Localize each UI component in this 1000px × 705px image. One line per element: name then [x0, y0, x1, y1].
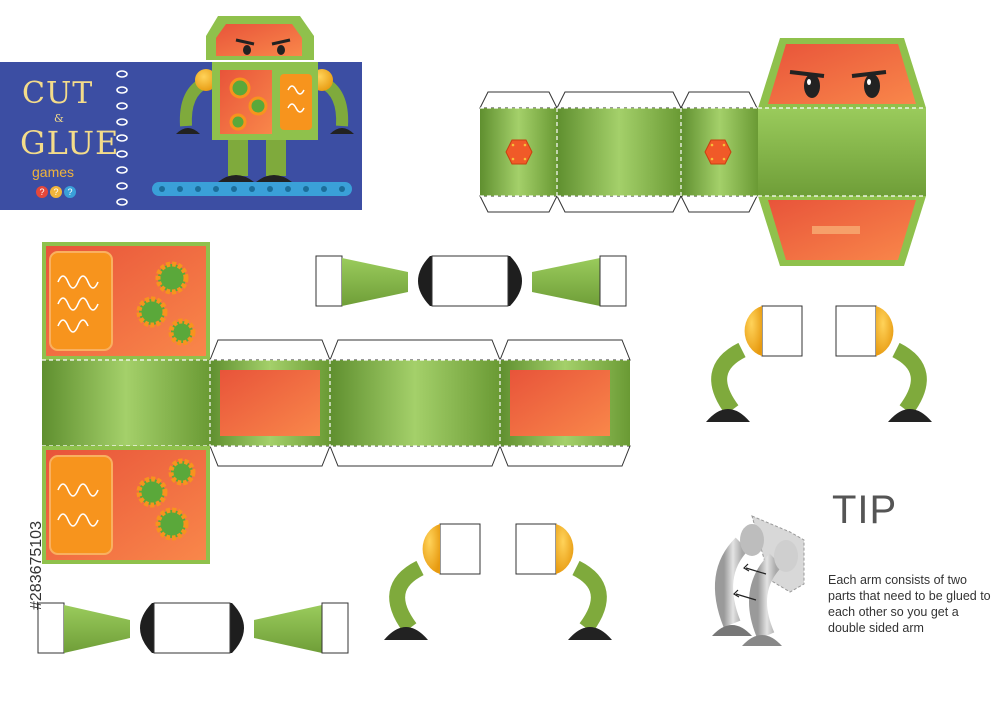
- arm-pieces-lower: [384, 523, 612, 640]
- question-badge-yellow: ?: [50, 186, 62, 198]
- tip-arm-illustration: [712, 515, 805, 646]
- head-net: [479, 38, 926, 266]
- title-games-text: games: [32, 164, 75, 180]
- question-badge-blue: ?: [64, 186, 76, 198]
- title-glue-text: GLUE: [20, 124, 120, 162]
- stock-id-text: #283675103: [28, 521, 45, 610]
- body-net: [42, 242, 631, 564]
- title-cut-text: CUT: [22, 76, 94, 111]
- tip-title: TIP: [832, 488, 898, 532]
- arm-pieces-upper: [706, 305, 932, 422]
- leg-piece-bottom: [37, 602, 349, 654]
- stock-id-label: #283675103: [6, 470, 45, 620]
- tip-description: Each arm consists of two parts that need…: [828, 573, 991, 635]
- robot-illustration: [152, 16, 354, 196]
- spiral-binding-icon: [116, 70, 128, 206]
- gear-icon: [136, 261, 196, 346]
- title-amp-text: &: [54, 112, 64, 125]
- leg-piece-top: [315, 255, 627, 307]
- question-badge-red: ?: [36, 186, 48, 198]
